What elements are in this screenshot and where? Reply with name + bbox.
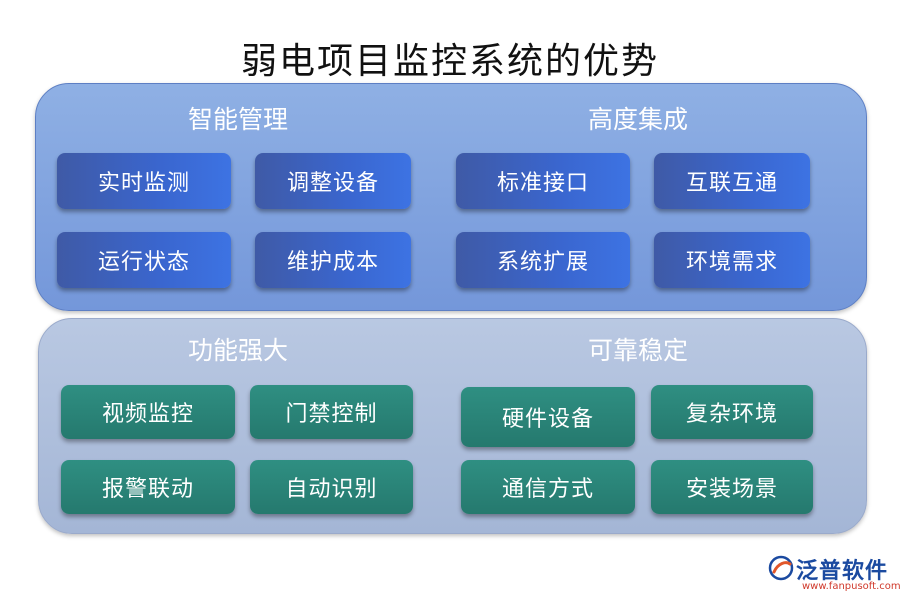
brand-logo: 泛普软件 www.fanpusoft.com bbox=[768, 553, 900, 597]
item-stable-2: 复杂环境 bbox=[651, 385, 813, 439]
group-title-stable: 可靠稳定 bbox=[587, 336, 688, 365]
logo-text: 泛普软件 bbox=[796, 559, 889, 584]
item-stable-1: 硬件设备 bbox=[461, 387, 635, 447]
group-title-power: 功能强大 bbox=[187, 336, 288, 365]
page-title: 弱电项目监控系统的优势 bbox=[240, 41, 659, 82]
item-power-1: 视频监控 bbox=[61, 385, 235, 439]
item-smart-3: 运行状态 bbox=[57, 232, 231, 288]
group-title-smart: 智能管理 bbox=[187, 105, 288, 134]
item-integration-2: 互联互通 bbox=[654, 153, 810, 209]
logo-url: www.fanpusoft.com bbox=[802, 581, 900, 592]
item-integration-3: 系统扩展 bbox=[456, 232, 630, 288]
item-power-4: 自动识别 bbox=[250, 460, 413, 514]
fanpu-logo-icon bbox=[768, 555, 794, 581]
item-smart-1: 实时监测 bbox=[57, 153, 231, 209]
item-integration-4: 环境需求 bbox=[654, 232, 810, 288]
item-stable-3: 通信方式 bbox=[461, 460, 635, 514]
item-stable-4: 安装场景 bbox=[651, 460, 813, 514]
group-title-integration: 高度集成 bbox=[587, 105, 688, 134]
item-smart-2: 调整设备 bbox=[255, 153, 411, 209]
item-power-3: 报警联动 bbox=[61, 460, 235, 514]
item-power-2: 门禁控制 bbox=[250, 385, 413, 439]
item-integration-1: 标准接口 bbox=[456, 153, 630, 209]
item-smart-4: 维护成本 bbox=[255, 232, 411, 288]
